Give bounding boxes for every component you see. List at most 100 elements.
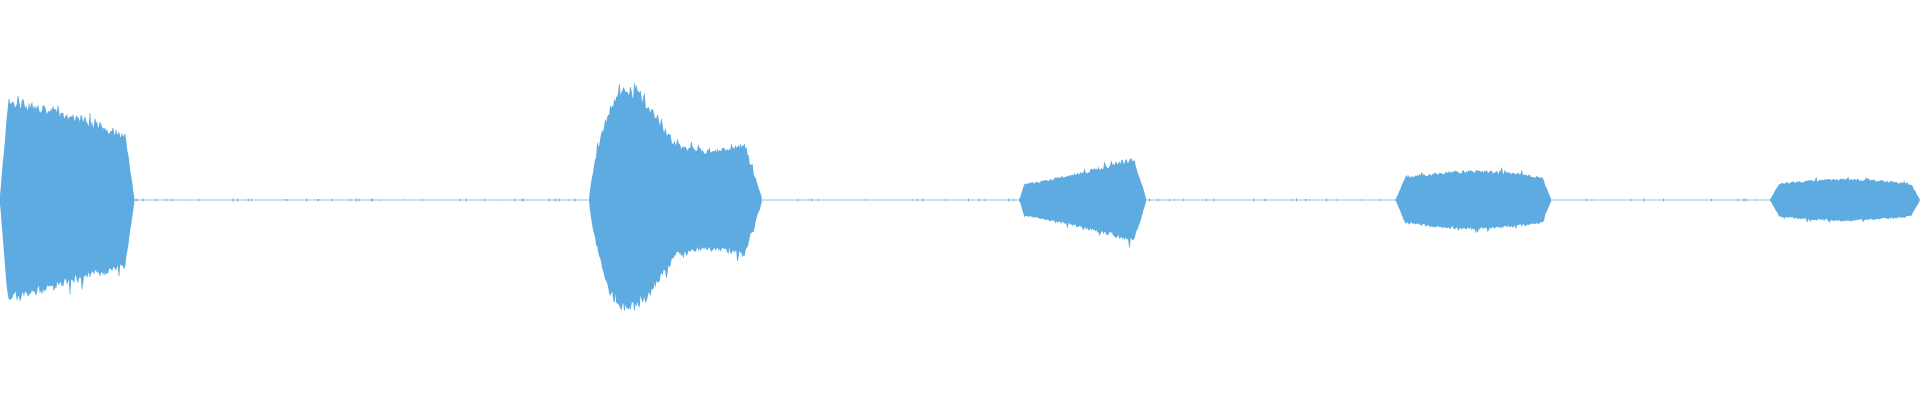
waveform-noise-speck [142, 198, 144, 202]
waveform-noise-speck [811, 198, 813, 202]
waveform-noise-speck [370, 199, 372, 201]
waveform-noise-speck [247, 198, 249, 202]
waveform-noise-speck [232, 198, 234, 202]
waveform-noise-speck [808, 199, 810, 201]
waveform-noise-speck [596, 198, 598, 202]
waveform-noise-speck [118, 198, 120, 202]
waveform-noise-speck [574, 198, 576, 202]
waveform-noise-speck [1755, 199, 1757, 201]
waveform-noise-speck [797, 199, 799, 201]
waveform-noise-speck [630, 199, 632, 201]
waveform-noise-speck [1815, 199, 1817, 201]
waveform-noise-speck [916, 199, 918, 201]
waveform-noise-speck [1265, 198, 1266, 202]
waveform-noise-speck [1213, 198, 1215, 202]
waveform-noise-speck [968, 198, 969, 202]
waveform-noise-speck [306, 198, 308, 202]
waveform-noise-speck [251, 198, 252, 202]
waveform-noise-speck [5, 198, 7, 202]
waveform-noise-speck [716, 198, 718, 202]
waveform-noise-speck [165, 199, 167, 201]
waveform-noise-speck [1149, 198, 1151, 202]
waveform-noise-speck [484, 198, 486, 202]
waveform-noise-speck [1296, 198, 1297, 202]
waveform-noise-speck [568, 199, 570, 201]
waveform-noise-speck [1745, 198, 1747, 202]
waveform-noise-speck [1162, 199, 1164, 201]
waveform-noise-speck [291, 199, 293, 201]
waveform-noise-speck [1360, 199, 1362, 201]
waveform-noise-speck [521, 198, 523, 202]
waveform-noise-speck [1823, 198, 1825, 201]
waveform-noise-speck [1379, 199, 1381, 201]
waveform-noise-speck [558, 198, 560, 202]
waveform-noise-speck [672, 198, 674, 202]
waveform-noise-speck [1532, 198, 1534, 202]
waveform-noise-speck [136, 199, 138, 201]
waveform-noise-speck [1169, 199, 1170, 201]
waveform-noise-speck [1512, 199, 1514, 201]
waveform-noise-speck [978, 198, 980, 202]
waveform-noise-speck [911, 199, 913, 201]
waveform-noise-speck [1541, 199, 1543, 201]
waveform-noise-speck [358, 198, 360, 202]
waveform-noise-speck [1501, 199, 1502, 201]
waveform-noise-speck [1518, 198, 1520, 202]
waveform-noise-speck [554, 198, 556, 202]
waveform-noise-speck [1183, 198, 1185, 202]
waveform-noise-speck [1291, 199, 1293, 201]
waveform-noise-speck [66, 198, 68, 202]
waveform-noise-speck [1122, 199, 1124, 201]
waveform-noise-speck [1114, 198, 1116, 202]
waveform-noise-speck [189, 199, 191, 201]
waveform-noise-speck [1803, 198, 1805, 202]
waveform-noise-speck [1447, 199, 1449, 201]
waveform-noise-speck [1369, 199, 1371, 201]
waveform-burst-3 [1019, 158, 1146, 248]
waveform-burst-2 [589, 83, 762, 311]
waveform-noise-speck [1499, 199, 1501, 201]
waveform-noise-speck [1434, 199, 1436, 201]
waveform-noise-speck [1326, 198, 1327, 202]
waveform-noise-speck [1743, 198, 1745, 202]
waveform-noise-speck [1336, 199, 1337, 201]
waveform-noise-speck [500, 199, 502, 201]
waveform-burst-5 [1769, 176, 1920, 223]
waveform-noise-speck [459, 198, 461, 202]
waveform-noise-speck [1253, 198, 1255, 202]
waveform-noise-speck [355, 198, 357, 202]
waveform-noise-speck [1914, 199, 1916, 201]
waveform-noise-speck [1263, 199, 1265, 201]
waveform-noise-speck [1411, 198, 1413, 202]
waveform-noise-speck [1737, 198, 1739, 202]
waveform-noise-speck [1663, 198, 1664, 202]
waveform-noise-speck [1072, 199, 1074, 201]
waveform-noise-speck [1860, 199, 1862, 201]
waveform-noise-speck [1424, 198, 1426, 202]
waveform-noise-speck [621, 199, 622, 201]
waveform-noise-speck [1043, 199, 1045, 201]
waveform-noise-speck [608, 199, 609, 201]
waveform-noise-speck [514, 199, 516, 201]
waveform-noise-speck [372, 198, 374, 202]
waveform-noise-speck [759, 199, 761, 201]
waveform-noise-speck [1630, 199, 1632, 201]
waveform-noise-speck [641, 198, 643, 202]
waveform-noise-speck [237, 198, 239, 202]
waveform-noise-speck [864, 199, 866, 201]
waveform-noise-speck [984, 199, 986, 201]
waveform-noise-speck [522, 198, 524, 202]
waveform-noise-speck [1096, 199, 1098, 201]
waveform-noise-speck [900, 199, 902, 201]
waveform-noise-speck [1791, 198, 1793, 202]
waveform-burst-1 [0, 95, 135, 302]
waveform-noise-speck [286, 199, 288, 201]
waveform-noise-speck [1069, 198, 1071, 202]
waveform-burst-4 [1395, 167, 1552, 234]
waveform-noise-speck [402, 199, 404, 201]
waveform-noise-speck [699, 199, 701, 201]
waveform-noise-speck [380, 199, 382, 201]
waveform-noise-speck [1145, 198, 1147, 202]
